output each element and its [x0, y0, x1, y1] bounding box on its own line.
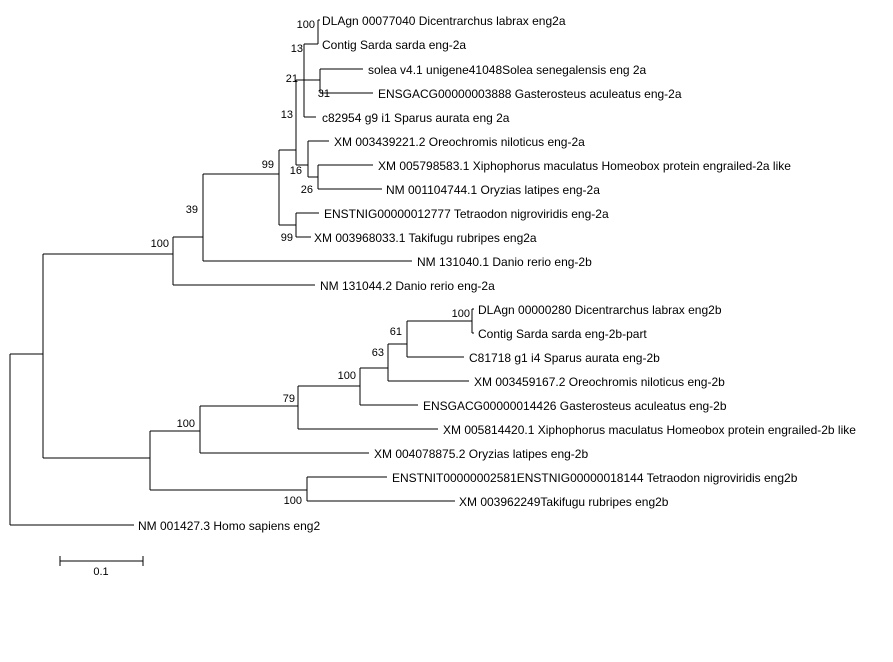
bootstrap-value: 100	[151, 238, 169, 250]
bootstrap-value: 100	[338, 370, 356, 382]
leaf-label-tetraodon-eng2b: ENSTNIT00000002581ENSTNIG00000018144 Tet…	[392, 471, 798, 485]
bootstrap-value: 31	[318, 88, 330, 100]
leaf-label-danio-eng2b: NM 131040.1 Danio rerio eng-2b	[417, 255, 592, 269]
tree-branches	[9, 19, 474, 526]
bootstrap-value: 13	[291, 43, 303, 55]
scale-bar: 0.1	[59, 556, 144, 578]
leaf-labels: DLAgn 00077040 Dicentrarchus labrax eng2…	[138, 14, 856, 533]
bootstrap-value: 100	[177, 418, 195, 430]
leaf-label-oreochromis-eng2a: XM 003439221.2 Oreochromis niloticus eng…	[334, 135, 585, 149]
bootstrap-value: 21	[286, 73, 298, 85]
leaf-label-takifugu-eng2a: XM 003968033.1 Takifugu rubripes eng2a	[314, 231, 537, 245]
leaf-label-dlagn-00077040: DLAgn 00077040 Dicentrarchus labrax eng2…	[322, 14, 566, 28]
bootstrap-value: 39	[186, 204, 198, 216]
leaf-label-dlagn-00000280: DLAgn 00000280 Dicentrarchus labrax eng2…	[478, 303, 722, 317]
bootstrap-value: 13	[281, 109, 293, 121]
bootstrap-value: 99	[281, 232, 293, 244]
bootstrap-value: 99	[262, 159, 274, 171]
leaf-label-gasterosteus-eng2a: ENSGACG00000003888 Gasterosteus aculeatu…	[378, 87, 682, 101]
leaf-label-gasterosteus-eng2b: ENSGACG00000014426 Gasterosteus aculeatu…	[423, 399, 727, 413]
leaf-label-sarda-eng2a: Contig Sarda sarda eng-2a	[322, 38, 466, 52]
bootstrap-value: 100	[284, 495, 302, 507]
leaf-label-tetraodon-eng2a: ENSTNIG00000012777 Tetraodon nigroviridi…	[324, 207, 609, 221]
leaf-label-xiphophorus-eng2a: XM 005798583.1 Xiphophorus maculatus Hom…	[378, 159, 791, 173]
leaf-label-sarda-eng2b: Contig Sarda sarda eng-2b-part	[478, 327, 647, 341]
bootstrap-value: 63	[372, 347, 384, 359]
leaf-label-xiphophorus-eng2b: XM 005814420.1 Xiphophorus maculatus Hom…	[443, 423, 856, 437]
leaf-label-danio-eng2a: NM 131044.2 Danio rerio eng-2a	[320, 279, 495, 293]
leaf-label-oryzias-eng2b: XM 004078875.2 Oryzias latipes eng-2b	[374, 447, 588, 461]
bootstrap-value: 61	[390, 326, 402, 338]
bootstrap-value: 100	[297, 19, 315, 31]
bootstrap-values: 100 13 31 21 13 26 16 99 99 39 100 100 6…	[151, 19, 470, 507]
leaf-label-sparus-eng2b: C81718 g1 i4 Sparus aurata eng-2b	[469, 351, 660, 365]
scale-bar-label: 0.1	[93, 566, 108, 578]
bootstrap-value: 79	[283, 393, 295, 405]
leaf-label-sparus-eng2a: c82954 g9 i1 Sparus aurata eng 2a	[322, 111, 510, 125]
leaf-label-oreochromis-eng2b: XM 003459167.2 Oreochromis niloticus eng…	[474, 375, 725, 389]
leaf-label-takifugu-eng2b: XM 003962249Takifugu rubripes eng2b	[459, 495, 669, 509]
bootstrap-value: 100	[452, 308, 470, 320]
leaf-label-solea-eng2a: solea v4.1 unigene41048Solea senegalensi…	[368, 63, 647, 77]
bootstrap-value: 26	[301, 184, 313, 196]
bootstrap-value: 16	[290, 165, 302, 177]
leaf-label-homo-sapiens-eng2: NM 001427.3 Homo sapiens eng2	[138, 519, 320, 533]
leaf-label-oryzias-eng2a: NM 001104744.1 Oryzias latipes eng-2a	[386, 183, 600, 197]
